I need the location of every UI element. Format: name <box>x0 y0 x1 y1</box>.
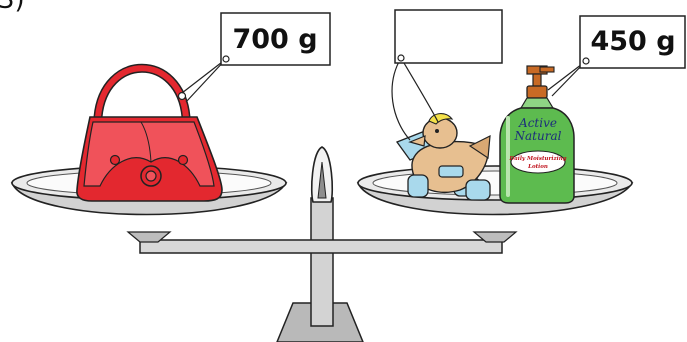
left-weight-tag: 700 g <box>221 13 330 65</box>
tag-hole <box>398 55 404 61</box>
middle-weight-tag <box>395 10 502 63</box>
right-pan <box>358 166 632 215</box>
right-weight-tag: 450 g <box>580 16 685 68</box>
tag-hole <box>223 56 229 62</box>
lotion-label-line2: Lotion <box>527 164 548 170</box>
lotion-brand-line1: Active <box>518 116 557 130</box>
tag-hole <box>583 58 589 64</box>
right-tag-weight: 450 g <box>590 26 675 57</box>
lotion-bottle: Active Natural Daily Moisturizing Lotion <box>500 66 574 203</box>
scale-beam <box>140 240 502 253</box>
lotion-brand-line2: Natural <box>514 129 562 143</box>
lotion-label-line1: Daily Moisturizing <box>508 156 566 162</box>
red-handbag <box>77 68 222 201</box>
scale-post <box>311 198 333 326</box>
left-tag-weight: 700 g <box>232 24 317 55</box>
problem-number: 3) <box>0 0 25 15</box>
wooden-toy-duck <box>397 114 490 200</box>
